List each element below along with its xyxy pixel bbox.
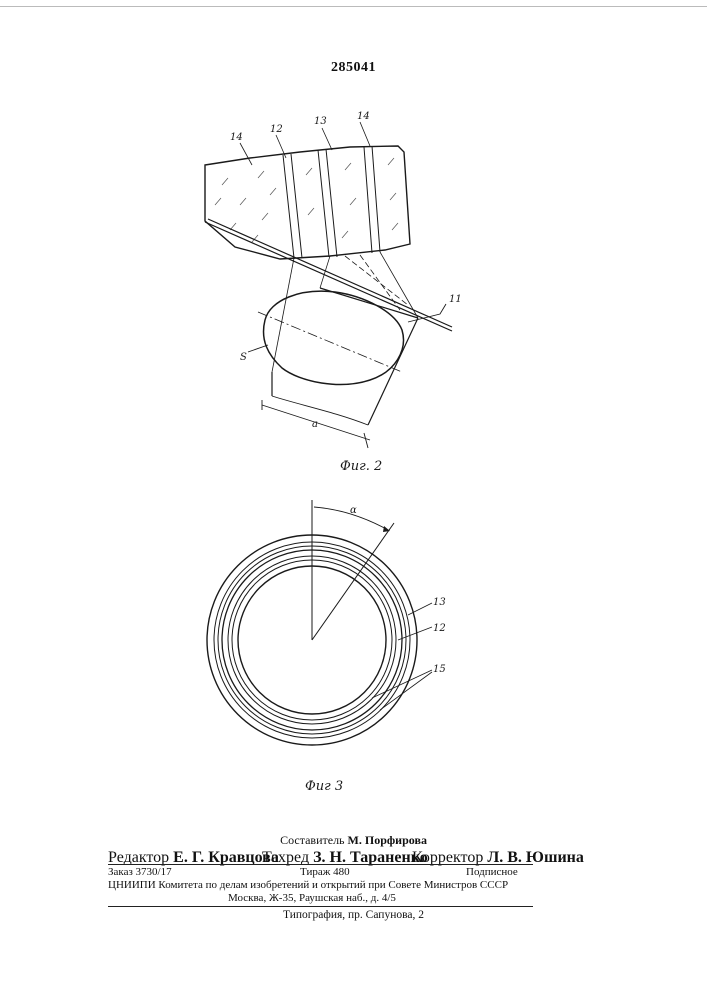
fig2-layered-body [205, 146, 410, 259]
fig3-label-15: 15 [433, 664, 446, 675]
fig2-label-13: 13 [314, 116, 327, 127]
fig2-label-12: 12 [270, 124, 283, 135]
fig2-label-14-left: 14 [230, 132, 243, 143]
footer-rule-top [108, 864, 533, 865]
fig2-label-a: a [312, 419, 318, 430]
compiler-line: Составитель М. Порфирова [0, 833, 707, 848]
fig2-axis [258, 312, 402, 372]
fig2-label-s: S [240, 352, 247, 363]
compiler-name: М. Порфирова [348, 833, 427, 847]
subscription: Подписное [466, 866, 518, 878]
fig3-label-12: 12 [433, 623, 446, 634]
fig2-caption: Фиг. 2 [340, 459, 382, 474]
fig2-projection-lines [272, 252, 418, 372]
fig2-label-14-right: 14 [357, 111, 370, 122]
fig3-angled-radius [312, 523, 394, 640]
footer-rule-bottom [108, 906, 533, 907]
fig2-label-11: 11 [449, 294, 462, 305]
fig3-label-13: 13 [433, 597, 446, 608]
figure-3: α 13 12 15 Фиг 3 [207, 500, 446, 794]
order-number: Заказ 3730/17 [108, 866, 172, 878]
compiler-label: Составитель [280, 833, 344, 847]
printer-line: Типография, пр. Сапунова, 2 [0, 909, 707, 921]
fig3-label-alpha: α [350, 505, 357, 516]
fig3-caption: Фиг 3 [305, 779, 343, 794]
fig2-rectangle [272, 288, 418, 425]
fig2-line-11 [205, 222, 452, 331]
address-line: Москва, Ж-35, Раушская наб., д. 4/5 [228, 892, 396, 904]
circulation: Тираж 480 [300, 866, 350, 878]
organization-line: ЦНИИПИ Комитета по делам изобретений и о… [108, 879, 508, 891]
